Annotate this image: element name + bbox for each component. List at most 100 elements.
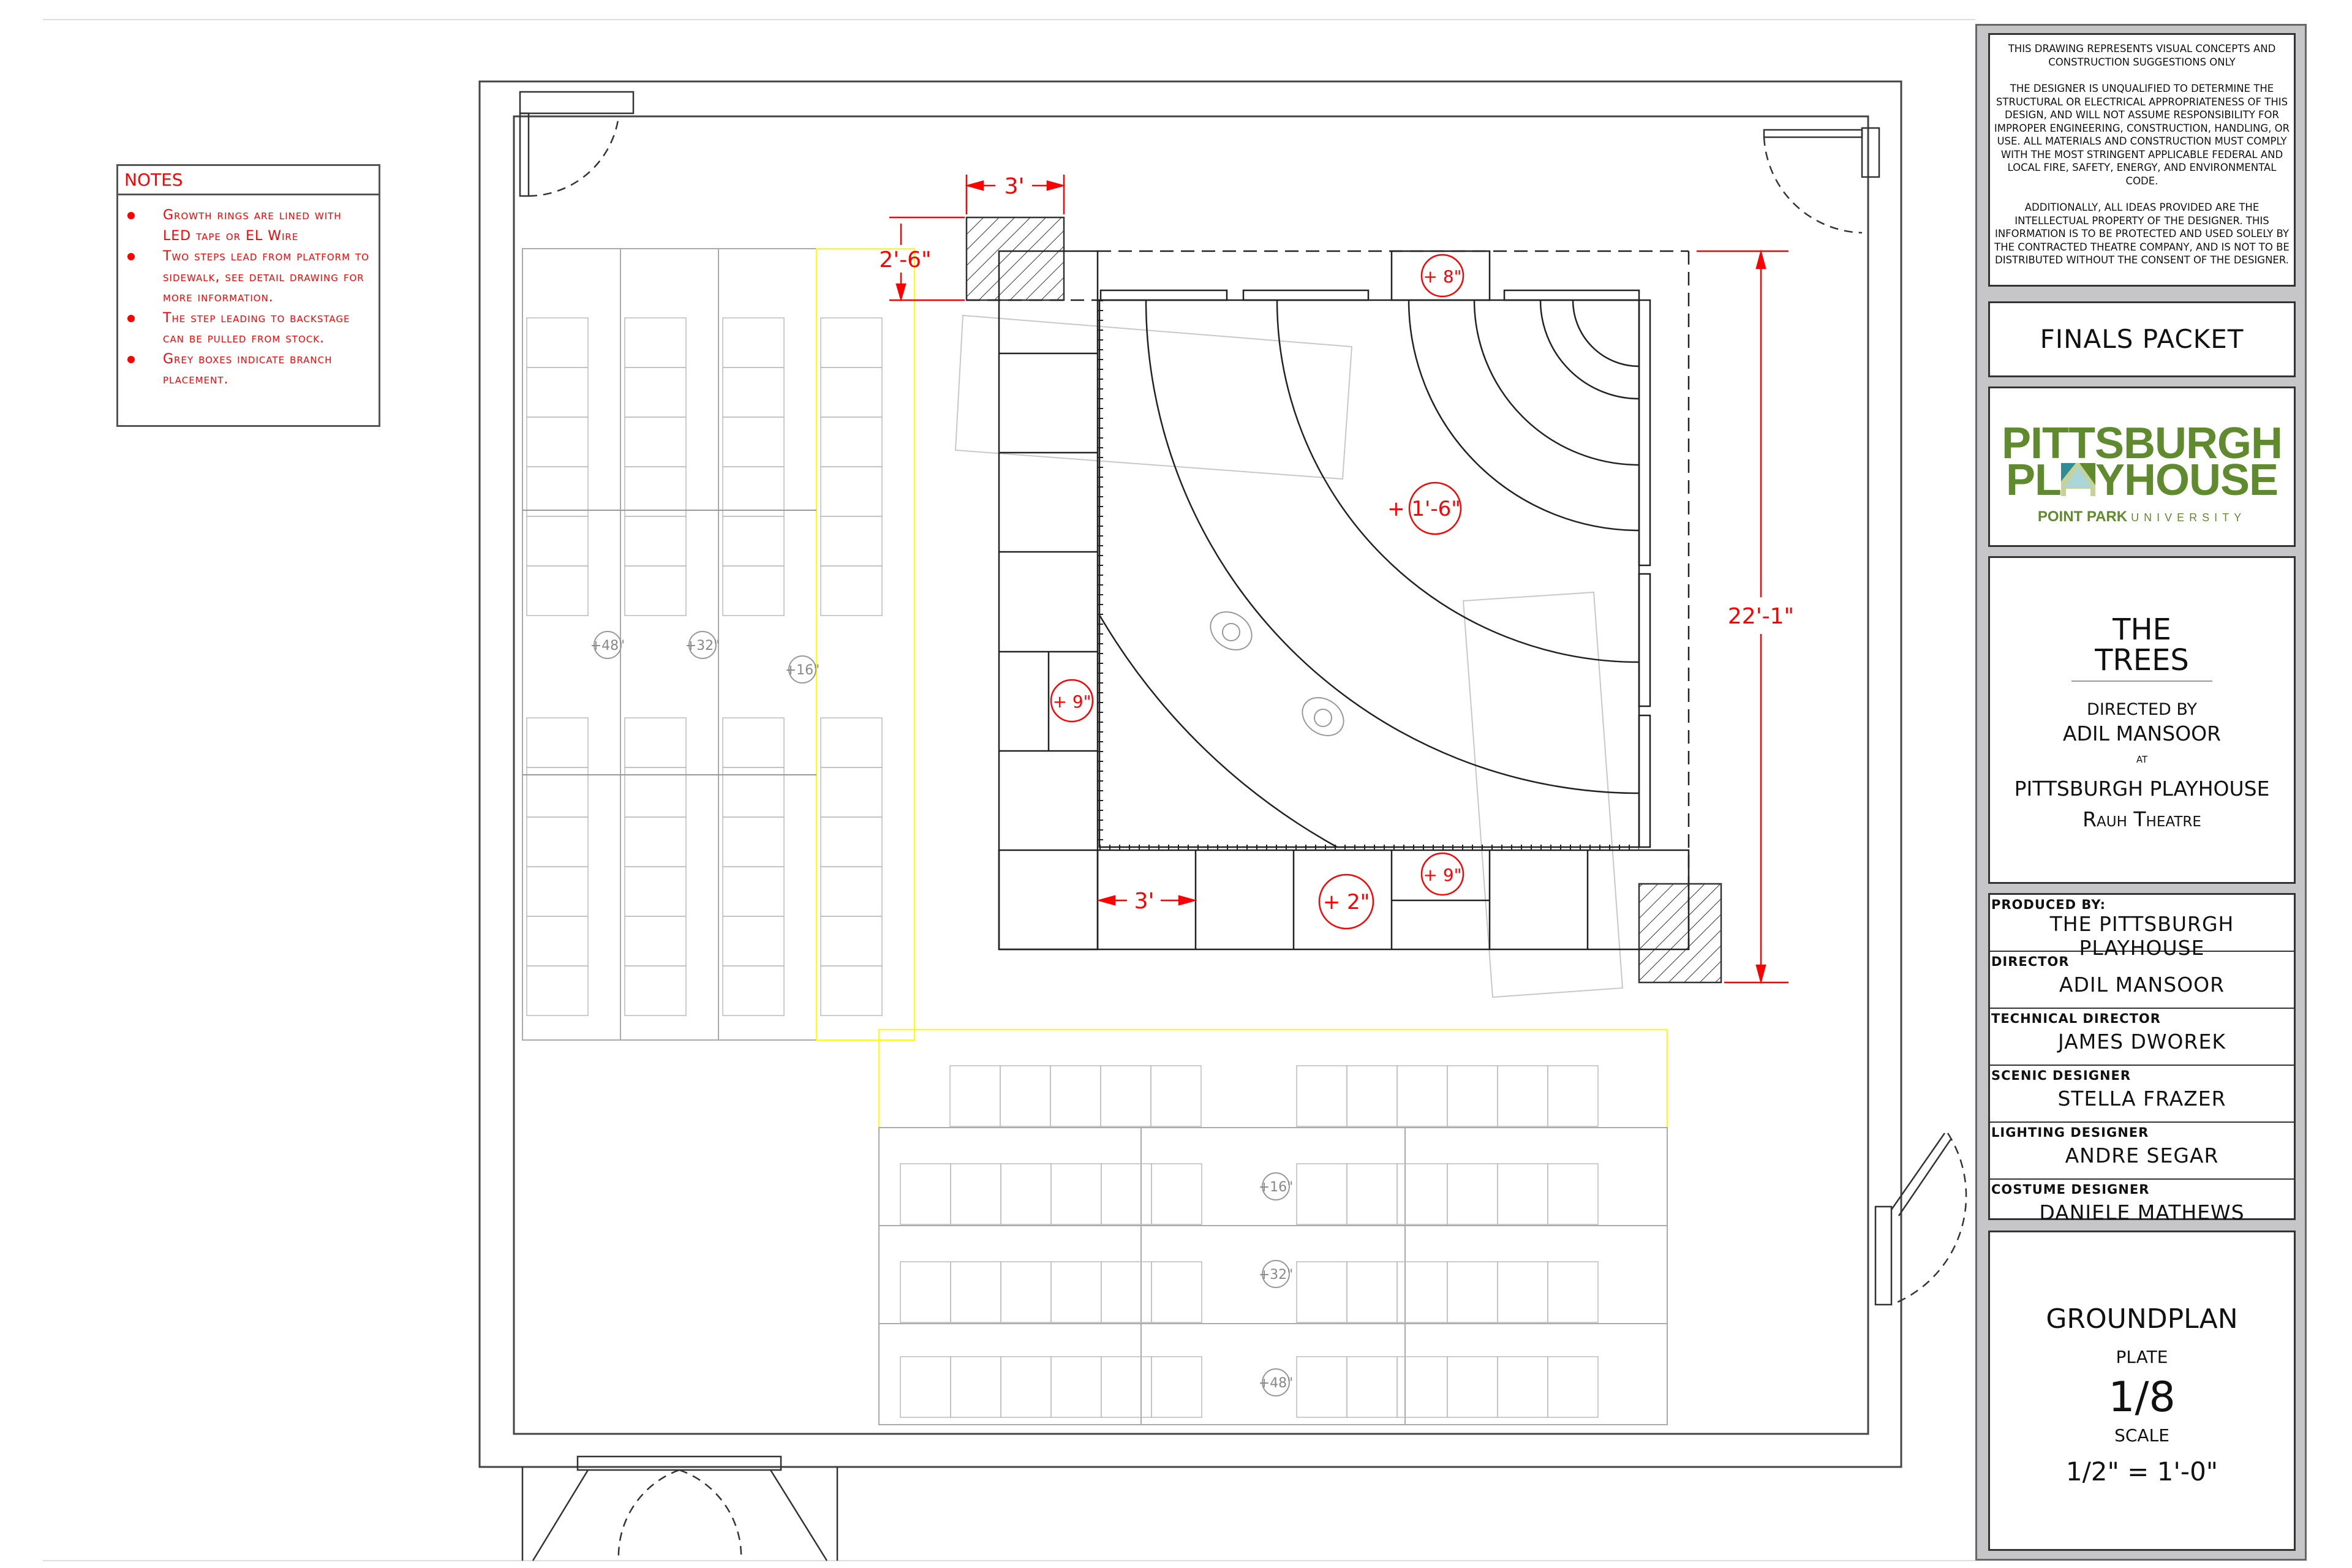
seat	[722, 816, 785, 867]
seat	[1296, 1261, 1348, 1323]
door-right	[1874, 1133, 1967, 1306]
seat	[1547, 1356, 1599, 1418]
plate-label: PLATE	[2116, 1347, 2168, 1367]
seat	[1497, 1163, 1548, 1225]
credit-name: ADIL MANSOOR	[2059, 973, 2225, 997]
seat	[722, 565, 785, 616]
seat	[900, 1356, 951, 1418]
disclaimer: THIS DRAWING REPRESENTS VISUAL CONCEPTS …	[1988, 33, 2296, 287]
show-title-line2: TREES	[2095, 643, 2189, 677]
credits: PRODUCED BY:THE PITTSBURGH PLAYHOUSE DIR…	[1988, 893, 2296, 1224]
seat	[1050, 1356, 1102, 1418]
seat	[1346, 1261, 1398, 1323]
step-unit-top-left	[965, 216, 1065, 301]
bottom-row-label: +16"	[1259, 1180, 1294, 1195]
door-top-left	[519, 91, 635, 197]
seat	[526, 816, 589, 867]
seat	[1346, 1163, 1398, 1225]
credit-name: THE PITTSBURGH PLAYHOUSE	[2049, 912, 2234, 960]
credit-name: JAMES DWOREK	[2058, 1030, 2226, 1054]
room-outer-wall	[478, 80, 1902, 1468]
seating-section	[816, 248, 915, 1041]
seat	[624, 816, 687, 867]
seat	[1547, 1163, 1599, 1225]
seat	[1447, 1356, 1498, 1418]
credit-label: DIRECTOR	[1991, 954, 2070, 969]
seat	[1346, 1065, 1398, 1127]
logo-text: YHOUSE	[2095, 456, 2278, 505]
credit-name: DANIELE MATHEWS	[2039, 1200, 2245, 1224]
seat	[950, 1356, 1001, 1418]
seat	[820, 866, 883, 917]
seat	[1150, 1065, 1202, 1127]
notes-list: Growth rings are lined with LED tape or …	[118, 195, 379, 390]
seating-section	[878, 1029, 1668, 1128]
venue-name: PITTSBURGH PLAYHOUSE	[2014, 777, 2270, 801]
seat	[1497, 1356, 1548, 1418]
seat	[526, 417, 589, 467]
seat	[1346, 1356, 1398, 1418]
seat	[624, 417, 687, 467]
seat	[820, 466, 883, 517]
door-bottom-double	[521, 1455, 839, 1561]
title-block: THIS DRAWING REPRESENTS VISUAL CONCEPTS …	[1975, 24, 2307, 1561]
branch-placement-box	[1462, 591, 1624, 998]
seat	[1101, 1261, 1152, 1323]
seat	[526, 367, 589, 418]
notes-box: NOTES Growth rings are lined with LED ta…	[116, 164, 380, 427]
seat	[1050, 1065, 1101, 1127]
seat	[820, 767, 883, 818]
seat	[624, 367, 687, 418]
plate-number: 1/8	[2108, 1373, 2176, 1422]
seat	[1447, 1065, 1498, 1127]
seat	[820, 916, 883, 967]
note-item: Two steps lead from platform to sidewalk…	[123, 246, 374, 308]
elevation-top: + 8"	[1423, 266, 1461, 287]
credit-label: COSTUME DESIGNER	[1991, 1182, 2150, 1197]
seating-bottom	[878, 1029, 1668, 1425]
branch-placement-box	[954, 314, 1353, 480]
left-row-label: +48"	[590, 638, 625, 654]
seat	[526, 565, 589, 616]
door-top-right	[1763, 127, 1880, 234]
seat	[526, 916, 589, 967]
credit-name: ANDRE SEGAR	[2065, 1144, 2219, 1167]
seat	[1000, 1065, 1051, 1127]
bottom-row-label: +32"	[1259, 1267, 1294, 1283]
seat	[722, 317, 785, 368]
seat	[1151, 1356, 1202, 1418]
seat	[624, 565, 687, 616]
seat	[1447, 1163, 1498, 1225]
seat	[1101, 1356, 1152, 1418]
left-row-label: +32"	[685, 638, 720, 654]
seat	[1101, 1163, 1152, 1225]
disclaimer-para: ADDITIONALLY, ALL IDEAS PROVIDED ARE THE…	[1994, 202, 2290, 266]
credit-row: PRODUCED BY:THE PITTSBURGH PLAYHOUSE	[1990, 895, 2294, 960]
seat	[900, 1261, 951, 1323]
dimension-bottom-width: 3'	[1134, 889, 1155, 914]
credit-label: PRODUCED BY:	[1991, 897, 2106, 912]
bottom-row-label: +48"	[1259, 1376, 1294, 1391]
seat	[526, 866, 589, 917]
credit-label: TECHNICAL DIRECTOR	[1991, 1011, 2161, 1026]
divider	[2071, 680, 2212, 682]
stage-platform	[967, 250, 1690, 951]
notes-title: NOTES	[118, 166, 379, 195]
dimension-top-offset: 2'-6"	[879, 247, 931, 273]
seat	[820, 367, 883, 418]
seat	[820, 565, 883, 616]
dimension-top-width: 3'	[1005, 174, 1025, 199]
seat	[1547, 1065, 1599, 1127]
seat	[1497, 1065, 1548, 1127]
director-name: ADIL MANSOOR	[2062, 722, 2222, 745]
seat	[1050, 1261, 1102, 1323]
seat	[949, 1065, 1001, 1127]
logo-line1: PITTSBURGH	[2002, 419, 2283, 468]
elevation-bottom: + 2"	[1323, 890, 1370, 914]
seat	[624, 516, 687, 567]
